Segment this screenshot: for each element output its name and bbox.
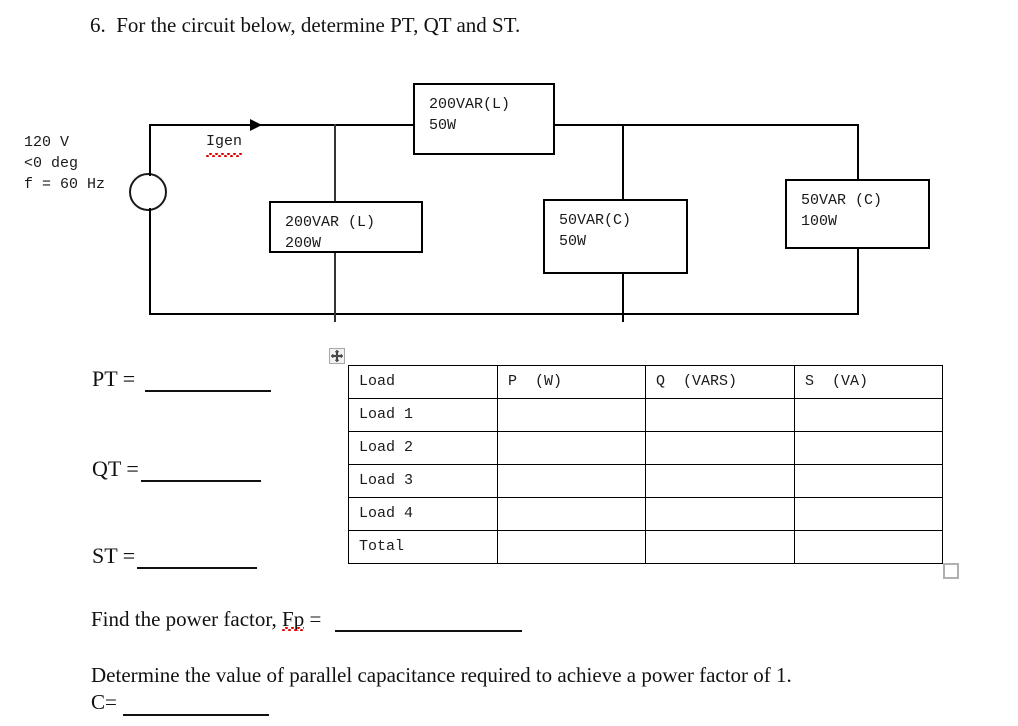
power-factor-symbol: Fp [282, 607, 305, 631]
load-1-reactive: 200VAR(L) [429, 96, 511, 113]
table-row: Total [348, 530, 943, 564]
row-label-load-4: Load 4 [348, 497, 498, 531]
table-row: Load 4 [348, 497, 943, 531]
table-row: Load 3 [348, 464, 943, 498]
load-4-real: 100W [801, 213, 838, 230]
wire-branch-2-lower [622, 271, 624, 322]
header-cell-q: Q (VARS) [645, 365, 795, 399]
qt-answer-row: QT = [92, 456, 261, 482]
capacitance-question: Determine the value of parallel capacita… [91, 663, 792, 687]
load-box-3: 50VAR(C) 50W [543, 199, 688, 274]
page-title: 6. For the circuit below, determine PT, … [90, 13, 521, 37]
load-box-1: 200VAR(L) 50W [413, 83, 555, 155]
wire-left-upper [149, 124, 151, 176]
table-row: Load 2 [348, 431, 943, 465]
row-label-load-2: Load 2 [348, 431, 498, 465]
header-cell-load: Load [348, 365, 498, 399]
wire-top-mid-segment [553, 124, 859, 126]
load-2-real: 200W [285, 235, 322, 252]
cell-load-2-q[interactable] [645, 431, 795, 465]
cell-total-s[interactable] [794, 530, 943, 564]
header-cell-s: S (VA) [794, 365, 943, 399]
cell-load-3-q[interactable] [645, 464, 795, 498]
header-cell-p: P (W) [497, 365, 646, 399]
cell-load-2-p[interactable] [497, 431, 646, 465]
wire-branch-1-lower [334, 250, 336, 322]
load-box-2: 200VAR (L) 200W [269, 201, 423, 253]
power-factor-equals: = [304, 607, 327, 631]
source-phase: <0 deg [24, 155, 79, 172]
load-2-reactive: 200VAR (L) [285, 214, 376, 231]
move-cross-icon [330, 349, 344, 363]
cell-load-4-p[interactable] [497, 497, 646, 531]
power-factor-prefix: Find the power factor, [91, 607, 283, 631]
load-1-real: 50W [429, 117, 457, 134]
voltage-source-symbol [129, 173, 167, 211]
cell-load-1-s[interactable] [794, 398, 943, 432]
cell-load-1-q[interactable] [645, 398, 795, 432]
current-arrow-head [250, 119, 262, 131]
cell-load-3-p[interactable] [497, 464, 646, 498]
pt-answer-blank[interactable] [145, 371, 272, 392]
capacitance-answer-blank[interactable] [122, 694, 269, 716]
load-3-reactive: 50VAR(C) [559, 212, 632, 229]
power-factor-prompt: Find the power factor, Fp = [91, 606, 522, 632]
current-arrow-shaft [196, 124, 252, 126]
load-3-real: 50W [559, 233, 587, 250]
st-answer-row: ST = [92, 543, 258, 569]
cell-load-4-s[interactable] [794, 497, 943, 531]
cell-load-2-s[interactable] [794, 431, 943, 465]
table-resize-handle[interactable] [943, 563, 959, 579]
current-label-text: Igen [206, 133, 243, 157]
table-header-row: Load P (W) Q (VARS) S (VA) [348, 365, 943, 399]
wire-branch-3-upper [857, 124, 859, 182]
cell-total-q[interactable] [645, 530, 795, 564]
qt-answer-blank[interactable] [140, 458, 261, 482]
wire-left-lower [149, 208, 151, 315]
source-voltage: 120 V [24, 134, 70, 151]
qt-label: QT = [92, 456, 139, 481]
power-factor-answer-blank[interactable] [334, 610, 522, 632]
row-label-load-3: Load 3 [348, 464, 498, 498]
cell-load-4-q[interactable] [645, 497, 795, 531]
source-frequency: f = 60 Hz [24, 176, 106, 193]
cell-total-p[interactable] [497, 530, 646, 564]
wire-branch-2-upper [622, 124, 624, 202]
power-summary-table[interactable]: Load P (W) Q (VARS) S (VA) Load 1 Load 2… [348, 365, 943, 564]
load-box-4: 50VAR (C) 100W [785, 179, 930, 249]
capacitance-answer-row: C= [91, 689, 269, 716]
capacitance-label: C= [91, 690, 117, 714]
load-4-reactive: 50VAR (C) [801, 192, 883, 209]
st-label: ST = [92, 543, 136, 568]
cell-load-3-s[interactable] [794, 464, 943, 498]
wire-top-left-segment [150, 124, 415, 126]
current-label: Igen [206, 131, 243, 157]
wire-branch-1-upper [334, 124, 336, 204]
wire-bottom-rail [149, 313, 859, 315]
pt-answer-row: PT = [92, 366, 272, 392]
wire-branch-3-lower [857, 246, 859, 315]
st-answer-blank[interactable] [137, 545, 258, 569]
table-move-handle[interactable] [329, 348, 345, 364]
cell-load-1-p[interactable] [497, 398, 646, 432]
row-label-load-1: Load 1 [348, 398, 498, 432]
row-label-total: Total [348, 530, 498, 564]
table-row: Load 1 [348, 398, 943, 432]
source-specification: 120 V <0 deg f = 60 Hz [24, 132, 105, 195]
pt-label: PT = [92, 366, 136, 391]
